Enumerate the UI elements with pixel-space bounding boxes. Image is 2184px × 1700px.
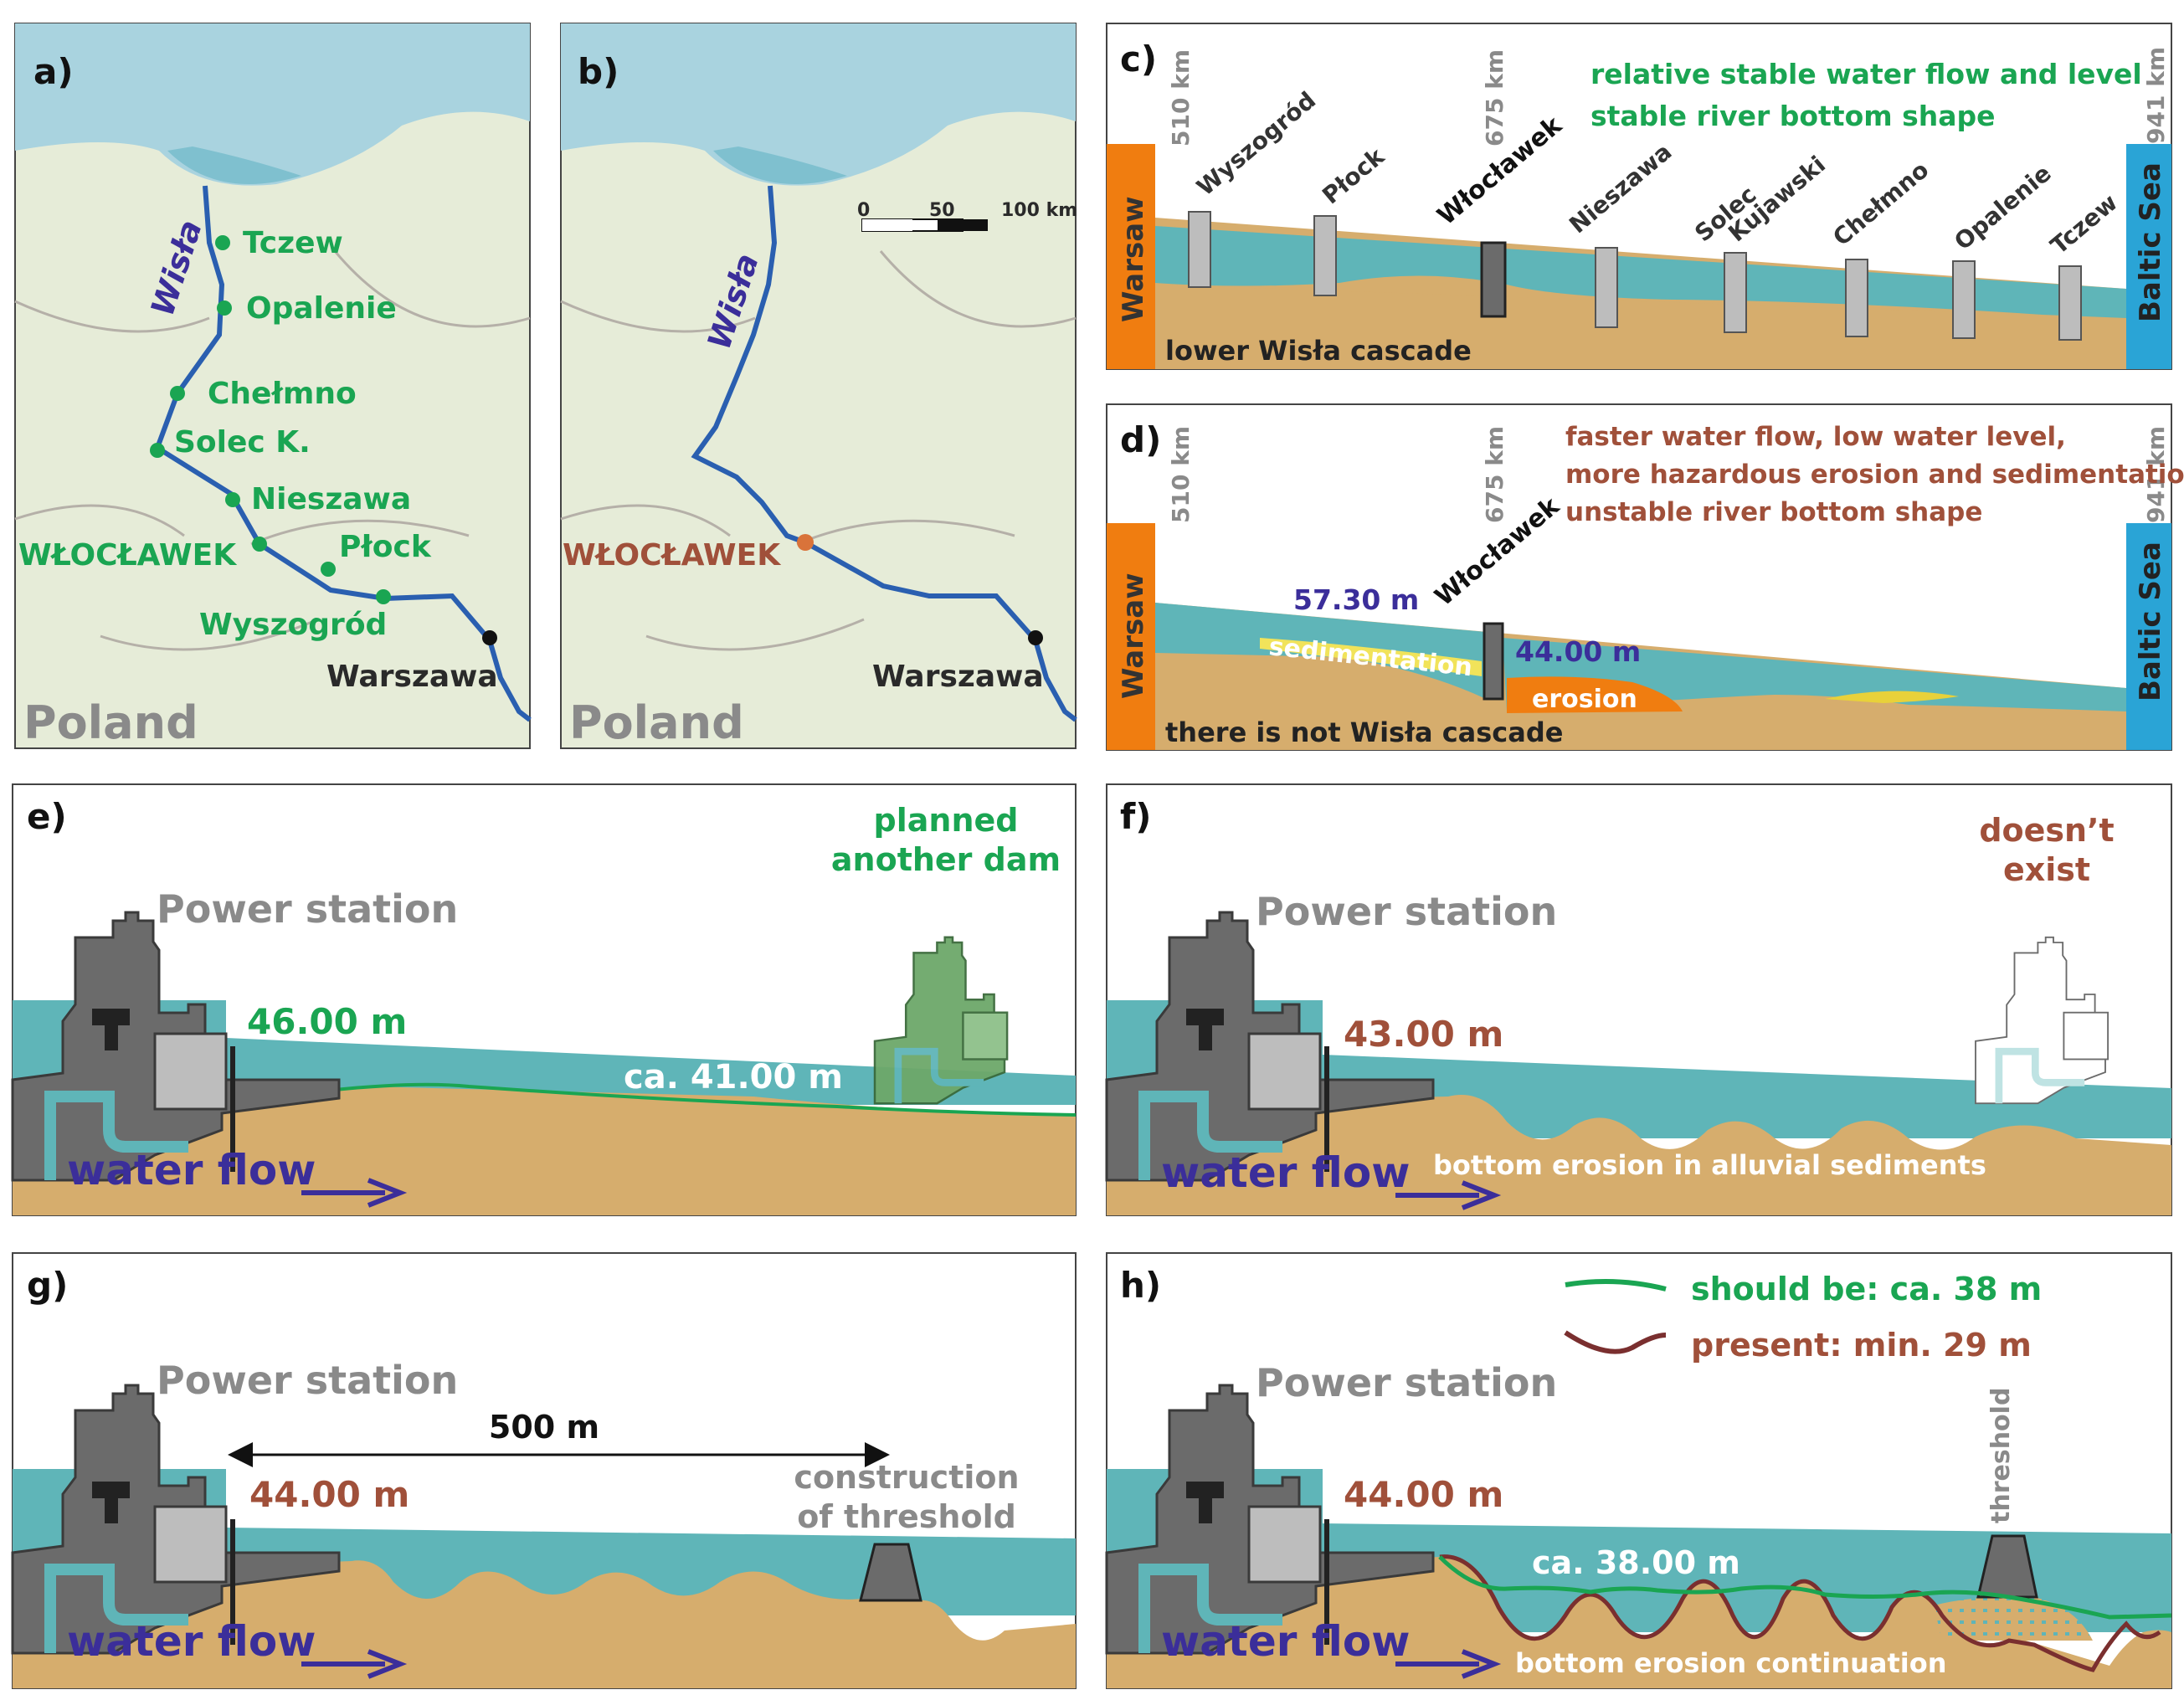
panel-d-profile: d) 510 km 675 km 941 km faster water flo…	[1106, 403, 2184, 751]
panel-d-warsaw: Warsaw	[1117, 573, 1150, 699]
panel-e-station: Power station	[157, 886, 458, 932]
map-b-capital: Warszawa	[872, 660, 1044, 694]
panel-h-threshold: threshold	[1986, 1388, 2016, 1523]
map-a-dam: WŁOCŁAWEK	[18, 538, 237, 573]
panel-d-bottom: there is not Wisła cascade	[1165, 716, 1563, 748]
map-a-capital: Warszawa	[326, 660, 498, 694]
map-a-place-nieszawa: Nieszawa	[251, 482, 411, 516]
panel-h-legend-brown: present: min. 29 m	[1691, 1327, 2032, 1364]
map-a-places	[150, 235, 497, 645]
panel-e-note1: planned	[874, 802, 1019, 839]
panel-g-note1: construction	[794, 1459, 1019, 1496]
panel-d-level-up: 57.30 m	[1293, 583, 1419, 616]
panel-c-warsaw: Warsaw	[1117, 196, 1150, 322]
panel-g-label: g)	[27, 1265, 68, 1306]
panel-g-distance: 500 m	[489, 1409, 599, 1446]
panel-g-flow: water flow	[67, 1617, 316, 1666]
panel-d-km675: 675 km	[1481, 426, 1508, 523]
panel-h-should-line	[1438, 1555, 2172, 1620]
panel-d-note3: unstable river bottom shape	[1565, 497, 1982, 527]
panel-f-level: 43.00 m	[1344, 1014, 1503, 1055]
panel-c-profile: c) 510 km 675 km 941 km relative stable …	[1106, 23, 2172, 370]
panel-f-note2: exist	[2003, 851, 2090, 888]
panel-d-baltic: Baltic Sea	[2134, 542, 2167, 701]
map-b-country: Poland	[569, 696, 744, 749]
scalebar-100: 100 km	[1001, 200, 1077, 221]
panel-d-level-down: 44.00 m	[1515, 635, 1641, 668]
panel-b-label: b)	[578, 51, 619, 92]
panel-e-flow: water flow	[67, 1146, 316, 1194]
panel-f-flow-arrow	[1395, 1180, 1502, 1210]
scalebar-50: 50	[929, 200, 955, 221]
map-a-place-tczew: Tczew	[243, 226, 343, 260]
panel-g-flow-arrow	[301, 1649, 408, 1679]
panel-h-station: Power station	[1256, 1360, 1557, 1405]
panel-g-note2: of threshold	[797, 1498, 1016, 1535]
panel-c-baltic: Baltic Sea	[2134, 162, 2167, 322]
panel-e-section: e) Power station 46.00 m ca. 41.00 m pla…	[13, 783, 1077, 1216]
panel-c-note1: relative stable water flow and level	[1590, 58, 2142, 90]
panel-f-note1: doesn’t	[1979, 812, 2114, 849]
panel-f-section: f) Power station 43.00 m doesn’t exist w…	[1107, 783, 2172, 1216]
map-b-dam: WŁOCŁAWEK	[563, 538, 781, 573]
legend-brown-swatch	[1564, 1330, 1667, 1354]
map-a-country: Poland	[23, 696, 198, 749]
map-a-place-opalenie: Opalenie	[246, 291, 397, 326]
panel-d-note1: faster water flow, low water level,	[1565, 422, 2066, 452]
panel-h-level: 44.00 m	[1344, 1474, 1503, 1515]
panel-h-label: h)	[1120, 1265, 1161, 1306]
map-a-place-solec: Solec K.	[174, 425, 311, 460]
panel-c-label: c)	[1120, 39, 1157, 80]
panel-h-flow-arrow	[1395, 1649, 1502, 1679]
panel-d-km510: 510 km	[1167, 426, 1195, 523]
panel-b-map: 0 50 100 km b) Wisła WŁOCŁAWEK Warszawa …	[560, 23, 1077, 749]
panel-c-km941: 941 km	[2142, 47, 2170, 144]
panel-f-flow: water flow	[1161, 1148, 1410, 1197]
panel-f-label: f)	[1120, 796, 1151, 837]
map-a-place-chelmno: Chełmno	[208, 377, 357, 411]
map-a-place-plock: Płock	[339, 530, 432, 564]
panel-h-erosion: bottom erosion continuation	[1515, 1647, 1947, 1679]
panel-g-station: Power station	[157, 1358, 458, 1403]
panel-h-flow: water flow	[1161, 1617, 1410, 1666]
panel-c-bottom: lower Wisła cascade	[1165, 335, 1472, 367]
panel-c-note2: stable river bottom shape	[1590, 100, 1996, 132]
panel-e-level2: ca. 41.00 m	[624, 1058, 843, 1097]
panel-d-erosion: erosion	[1532, 685, 1637, 714]
cascade-stations	[1188, 211, 2082, 341]
panel-e-label: e)	[27, 796, 67, 837]
legend-green-swatch	[1565, 1279, 1667, 1292]
panel-e-level: 46.00 m	[247, 1001, 407, 1042]
panel-f-station: Power station	[1256, 889, 1557, 934]
panel-e-flow-arrow	[301, 1178, 408, 1208]
panel-h-level2: ca. 38.00 m	[1532, 1544, 1740, 1581]
panel-h-section: h) should be: ca. 38 m present: min. 29 …	[1107, 1252, 2172, 1689]
map-a-place-wyszogrod: Wyszogród	[199, 608, 387, 642]
panel-h-legend-green: should be: ca. 38 m	[1691, 1271, 2042, 1307]
panel-a-map: a) Wisła Tczew Opalenie Chełmno Solec K.…	[14, 23, 532, 749]
panel-c-km675: 675 km	[1481, 49, 1508, 146]
panel-f-erosion: bottom erosion in alluvial sediments	[1433, 1149, 1986, 1181]
panel-d-label: d)	[1120, 419, 1161, 460]
panel-e-note2: another dam	[831, 841, 1061, 878]
panel-a-label: a)	[33, 51, 74, 92]
panel-d-note2: more hazardous erosion and sedimentation…	[1565, 460, 2184, 490]
panel-d-km941: 941 km	[2142, 426, 2170, 523]
panel-g-level: 44.00 m	[249, 1474, 409, 1515]
panel-c-km510: 510 km	[1167, 49, 1195, 146]
panel-g-section: g) Power station 44.00 m 500 m construct…	[13, 1252, 1077, 1689]
scalebar-0: 0	[857, 200, 870, 221]
